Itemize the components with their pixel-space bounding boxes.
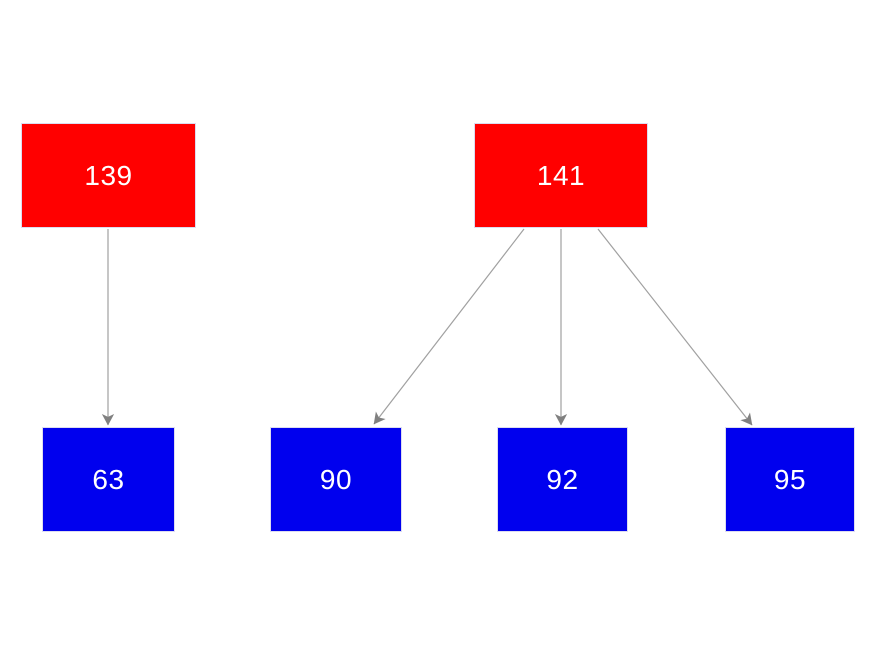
node-label: 90	[319, 463, 353, 495]
node-95[interactable]: 95	[725, 427, 855, 532]
edge-141-to-95	[597, 228, 753, 426]
node-63[interactable]: 63	[42, 427, 175, 532]
node-label: 139	[84, 159, 133, 191]
edge-group	[101, 228, 753, 426]
node-label: 95	[773, 463, 807, 495]
node-92[interactable]: 92	[497, 427, 628, 532]
node-label: 63	[92, 463, 125, 495]
node-139[interactable]: 139	[21, 123, 196, 228]
node-label: 141	[536, 159, 586, 191]
node-90[interactable]: 90	[270, 427, 402, 532]
edge-141-to-90	[373, 228, 525, 425]
node-141[interactable]: 141	[474, 123, 648, 228]
node-label: 92	[546, 463, 579, 495]
